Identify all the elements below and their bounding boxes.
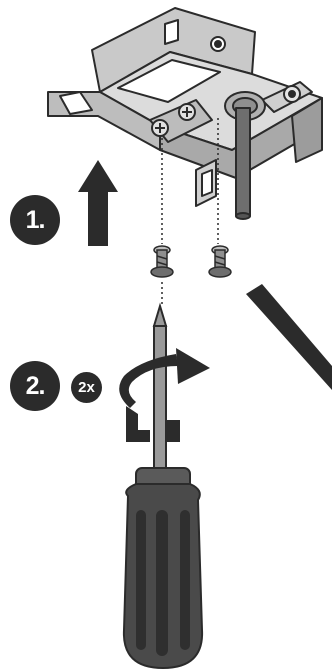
- arrow-up-icon: [78, 160, 118, 246]
- diagonal-pointer-icon: [246, 284, 332, 390]
- screw-icon: [150, 245, 174, 278]
- screwdriver-icon: [122, 302, 204, 670]
- mounting-bracket-icon: [47, 7, 323, 220]
- step-2-badge: 2.: [10, 361, 60, 411]
- rotate-arrow-icon: [119, 348, 210, 442]
- alignment-guides: [161, 118, 219, 306]
- step-1-badge: 1.: [10, 195, 60, 245]
- repeat-count-badge: 2x: [71, 372, 102, 403]
- screw-icon: [208, 245, 232, 278]
